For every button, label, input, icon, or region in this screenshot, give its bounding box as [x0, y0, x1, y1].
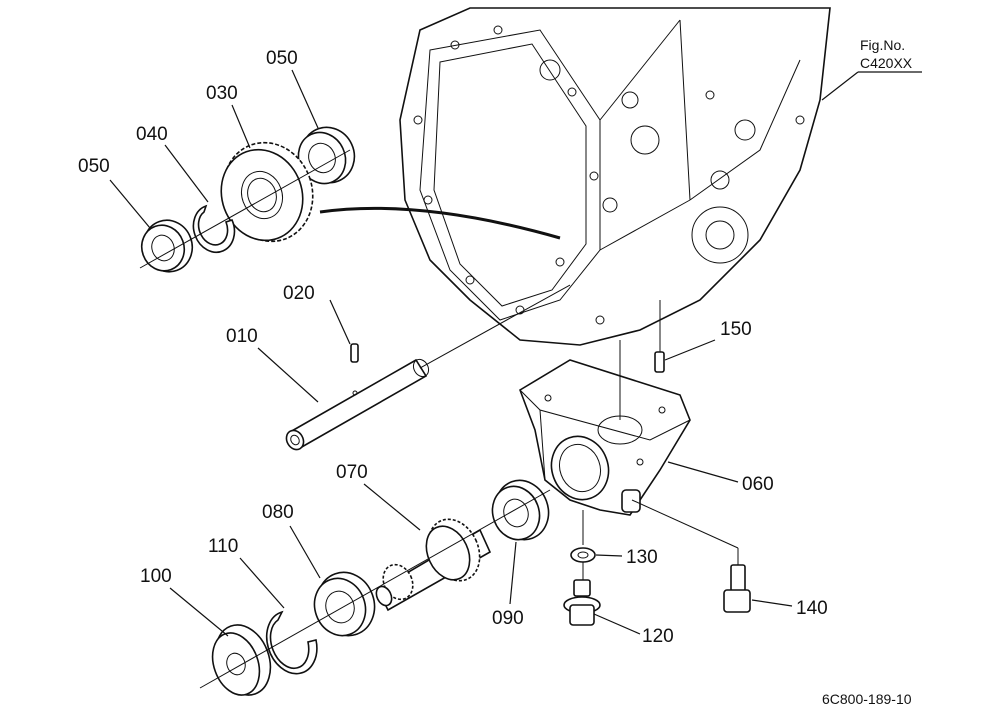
case-060	[519, 359, 691, 516]
label-110: 110	[208, 536, 238, 557]
label-070: 070	[336, 462, 368, 483]
label-040: 040	[136, 124, 168, 145]
label-140: 140	[796, 598, 828, 619]
label-080: 080	[262, 502, 294, 523]
label-090: 090	[492, 608, 524, 629]
cover-100	[211, 624, 272, 696]
connecting-line	[319, 206, 561, 240]
plug-120	[563, 579, 601, 626]
fig-number: C420XX	[860, 55, 913, 71]
snap-ring-040	[192, 204, 236, 253]
label-130: 130	[626, 547, 658, 568]
bearing-080	[313, 571, 376, 637]
leader-lines	[109, 69, 793, 637]
transmission-housing	[399, 7, 831, 346]
snap-ring-110	[265, 610, 318, 675]
label-050-lower: 050	[78, 156, 110, 177]
gear-030	[220, 141, 314, 243]
label-100: 100	[140, 566, 172, 587]
pin-150	[654, 351, 665, 373]
drawing-code: 6C800-189-10	[822, 691, 912, 707]
label-150: 150	[720, 319, 752, 340]
label-010: 010	[226, 326, 258, 347]
assembly-lines	[139, 149, 739, 689]
label-050-upper: 050	[266, 48, 298, 69]
bearing-050-lower	[140, 219, 194, 273]
pin-020	[350, 343, 359, 363]
washer-130	[570, 547, 596, 563]
fig-label: Fig.No.	[860, 37, 905, 53]
label-060: 060	[742, 474, 774, 495]
label-030: 030	[206, 83, 238, 104]
figure-reference: Fig.No. C420XX	[821, 37, 922, 101]
bearing-090	[491, 479, 550, 541]
part-labels: 050 040 030 050 020 010 150 070 060 080 …	[78, 48, 828, 647]
fitting-140	[723, 564, 751, 613]
label-120: 120	[642, 626, 674, 647]
label-020: 020	[283, 283, 315, 304]
shaft-010	[285, 358, 430, 451]
gear-shaft-070	[375, 518, 492, 612]
